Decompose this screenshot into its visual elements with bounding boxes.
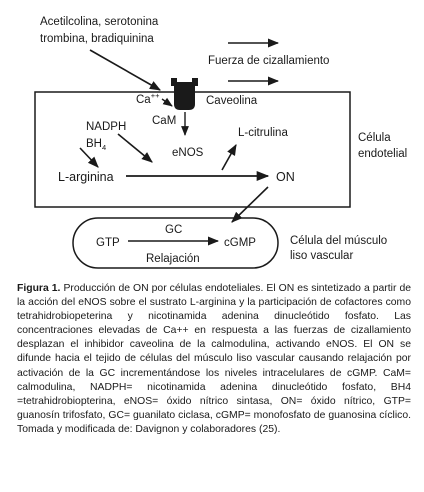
nadph-label: NADPH [86, 121, 126, 133]
caveolin-channel-cap-right [192, 78, 198, 86]
figure-caption: Figura 1. Producción de ON por células e… [17, 282, 411, 437]
cam-label: CaM [152, 115, 176, 127]
cgmp-label: cGMP [224, 237, 256, 249]
calcium-arrow [161, 97, 173, 107]
calcium-label: Ca++ [136, 91, 160, 106]
figure-caption-text: Producción de ON por células endoteliale… [17, 283, 411, 435]
stimuli-label-line2: trombina, bradiquinina [40, 33, 154, 45]
on-diffusion-arrow [231, 186, 269, 223]
stimuli-label-line1: Acetilcolina, serotonina [40, 16, 159, 28]
bh4-label: BH4 [86, 138, 106, 152]
gc-label: GC [165, 224, 182, 236]
enos-label: eNOS [172, 147, 204, 159]
arginina-label: L-arginina [58, 170, 114, 184]
stimuli-arrow [89, 49, 161, 91]
endothelial-label-line1: Célula [358, 132, 391, 144]
smooth-muscle-cell-box [72, 217, 279, 269]
cofactor-arrow [117, 133, 153, 163]
endothelial-label-line2: endotelial [358, 148, 407, 160]
caveolin-channel-icon [174, 82, 195, 110]
shear-label: Fuerza de cizallamiento [208, 55, 329, 67]
caveolin-channel-cap-left [171, 78, 177, 86]
bh4-arrow [79, 147, 99, 168]
smooth-muscle-label-line2: liso vascular [290, 250, 353, 262]
relajacion-label: Relajación [146, 253, 200, 265]
figure-caption-label: Figura 1. [17, 283, 61, 294]
citrulina-label: L-citrulina [238, 127, 288, 139]
citrulina-arrow [221, 144, 237, 171]
nitric-oxide-pathway-diagram: Acetilcolina, serotonina trombina, bradi… [34, 16, 407, 269]
gtp-label: GTP [96, 237, 120, 249]
caveolina-label: Caveolina [206, 95, 258, 107]
smooth-muscle-label-line1: Célula del músculo [290, 235, 387, 247]
on-label: ON [276, 170, 295, 184]
